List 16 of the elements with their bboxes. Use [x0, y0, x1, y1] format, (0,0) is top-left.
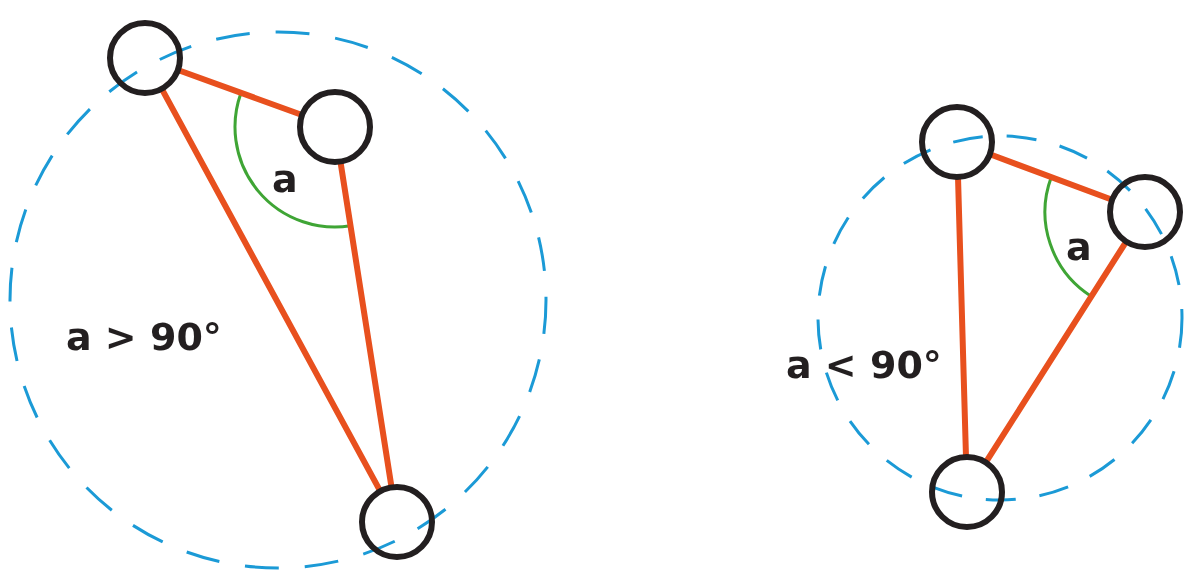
- triangle-side: [160, 88, 382, 492]
- angle-label: a: [272, 160, 298, 198]
- angle-condition: a < 90°: [786, 346, 942, 384]
- circle-marker: [107, 20, 183, 96]
- circle-marker: [929, 454, 1005, 530]
- circle-marker: [1107, 174, 1183, 250]
- angle-condition: a > 90°: [66, 318, 222, 356]
- circle-marker: [297, 89, 373, 165]
- triangle-side: [177, 67, 303, 118]
- triangle-side: [337, 161, 395, 488]
- circle-marker: [919, 104, 995, 180]
- triangle-side: [984, 241, 1128, 463]
- triangle-side: [955, 177, 969, 457]
- circle-marker: [359, 484, 435, 560]
- angle-label: a: [1066, 228, 1092, 266]
- triangle-side: [989, 152, 1113, 202]
